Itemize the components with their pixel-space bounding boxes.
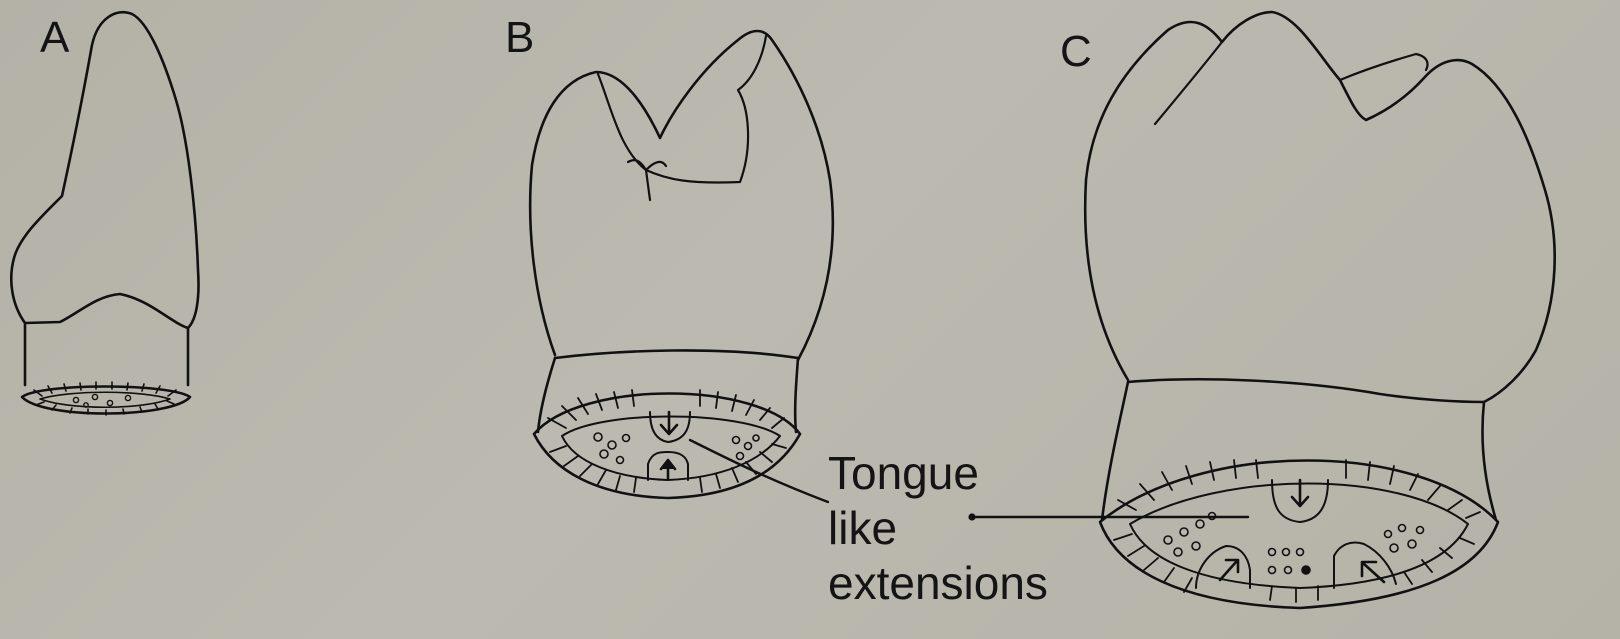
tooth-c <box>1085 12 1555 608</box>
tooth-c-crown-ridge <box>1155 42 1428 124</box>
panel-label-a: A <box>40 16 69 60</box>
tooth-c-crown <box>1085 12 1555 402</box>
tooth-c-cej <box>1128 379 1484 402</box>
tooth-c-tongue-left <box>1196 546 1250 588</box>
tooth-b-root-opening <box>534 394 800 499</box>
tooth-b-cells <box>594 433 759 464</box>
tooth-b <box>530 31 833 498</box>
tooth-a <box>11 12 198 415</box>
tooth-c-cell-ticks <box>1114 460 1480 602</box>
panel-label-c: C <box>1060 30 1092 74</box>
tooth-b-opening-inner <box>562 417 780 481</box>
tooth-b-crown <box>530 31 833 360</box>
tooth-a-opening-inner <box>40 392 170 407</box>
tooth-a-cells <box>73 394 130 407</box>
annotation-line-2: like <box>828 501 1048 556</box>
panel-label-b: B <box>505 16 534 60</box>
tooth-b-crown-fold <box>598 36 766 200</box>
tooth-b-arrows <box>661 412 677 478</box>
tooth-b-cej <box>555 350 798 358</box>
annotation-callout: Tongue like extensions <box>828 446 1048 611</box>
tooth-c-arrows <box>1220 480 1384 582</box>
tooth-a-neck <box>25 323 188 385</box>
annotation-line-1: Tongue <box>828 446 1048 501</box>
annotation-line-3: extensions <box>828 556 1048 611</box>
